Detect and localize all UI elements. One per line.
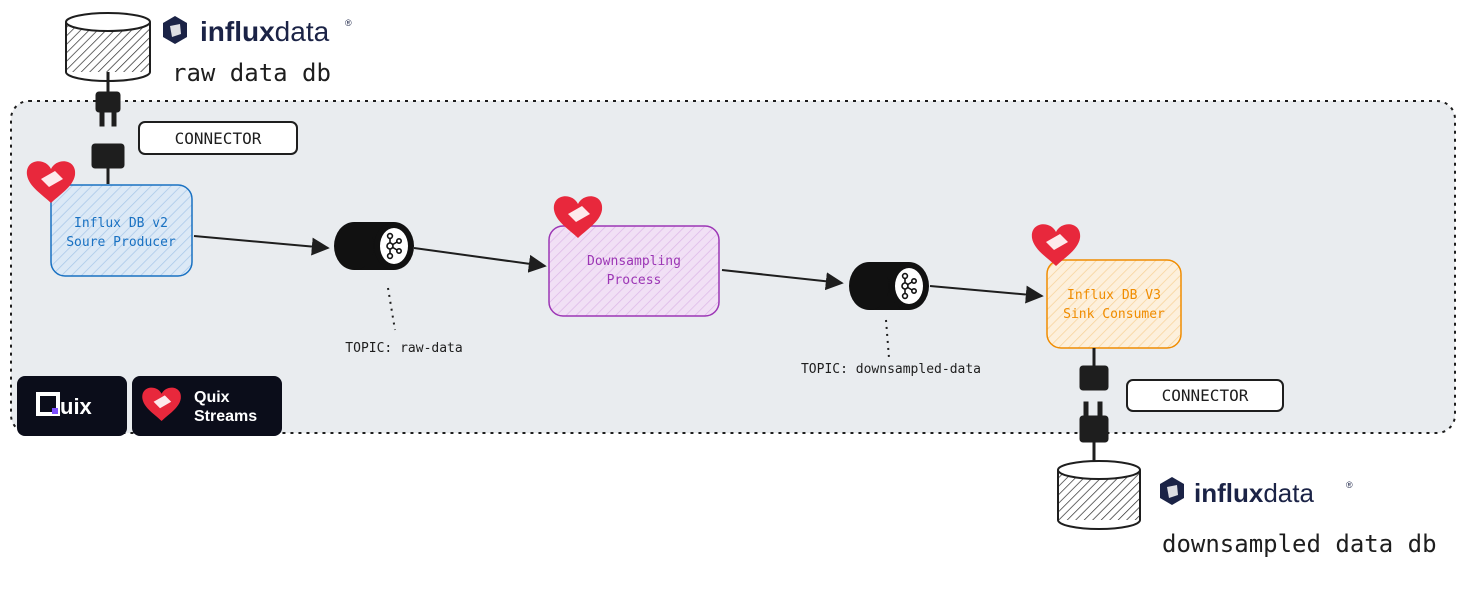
quix-streams-line2: Streams (194, 408, 257, 425)
sink-consumer-node (1046, 259, 1182, 349)
topic-raw-data-label: TOPIC: raw-data (345, 341, 462, 356)
svg-text:influxdata: influxdata (200, 16, 330, 47)
process-node-line2: Process (607, 273, 662, 288)
connector-label-top-text: CONNECTOR (175, 129, 262, 148)
downsampling-process-node (548, 225, 720, 317)
arrow-source-to-topic (193, 235, 330, 256)
arrow-topic-to-process (413, 247, 547, 273)
quix-streams-badge: Quix Streams (132, 376, 282, 436)
influx-logo-bold: influx (200, 16, 275, 47)
influx-logo-light-bottom: data (1263, 478, 1314, 508)
svg-text:influxdata: influxdata (1194, 478, 1314, 508)
downsampled-topic-icon (849, 262, 929, 310)
process-node-line1: Downsampling (587, 254, 681, 269)
quix-badge: uix (17, 376, 127, 436)
downsampled-data-db-label: downsampled data db (1162, 530, 1437, 558)
downsampled-data-db-cylinder (1057, 460, 1141, 530)
quix-badge-text: uix (60, 394, 93, 419)
registered-mark-bottom: ® (1346, 480, 1353, 490)
sink-node-line2: Sink Consumer (1063, 307, 1165, 322)
connector-label-top (138, 121, 298, 155)
source-producer-node (50, 184, 193, 277)
connector-plug-top (91, 72, 125, 184)
arrow-topic-to-sink (929, 285, 1044, 304)
source-node-line2: Soure Producer (66, 235, 176, 250)
quix-streams-line1: Quix (194, 389, 230, 406)
registered-mark: ® (345, 18, 352, 28)
influxdata-logo-bottom (1160, 477, 1184, 505)
influx-logo-light: data (275, 16, 330, 47)
connector-label-bottom (1126, 379, 1284, 412)
source-node-line1: Influx DB v2 (74, 216, 168, 231)
raw-data-db-label: raw data db (172, 59, 331, 87)
sink-node-line1: Influx DB V3 (1067, 288, 1161, 303)
connector-plug-bottom (1079, 348, 1109, 462)
raw-data-db-cylinder (65, 12, 151, 82)
connector-label-bottom-text: CONNECTOR (1162, 386, 1249, 405)
raw-data-topic-icon (334, 222, 414, 270)
arrow-process-to-topic (721, 269, 844, 291)
topic-downsampled-label: TOPIC: downsampled-data (801, 362, 981, 377)
influx-logo-bold-bottom: influx (1194, 478, 1264, 508)
influxdata-logo-top (163, 16, 187, 44)
